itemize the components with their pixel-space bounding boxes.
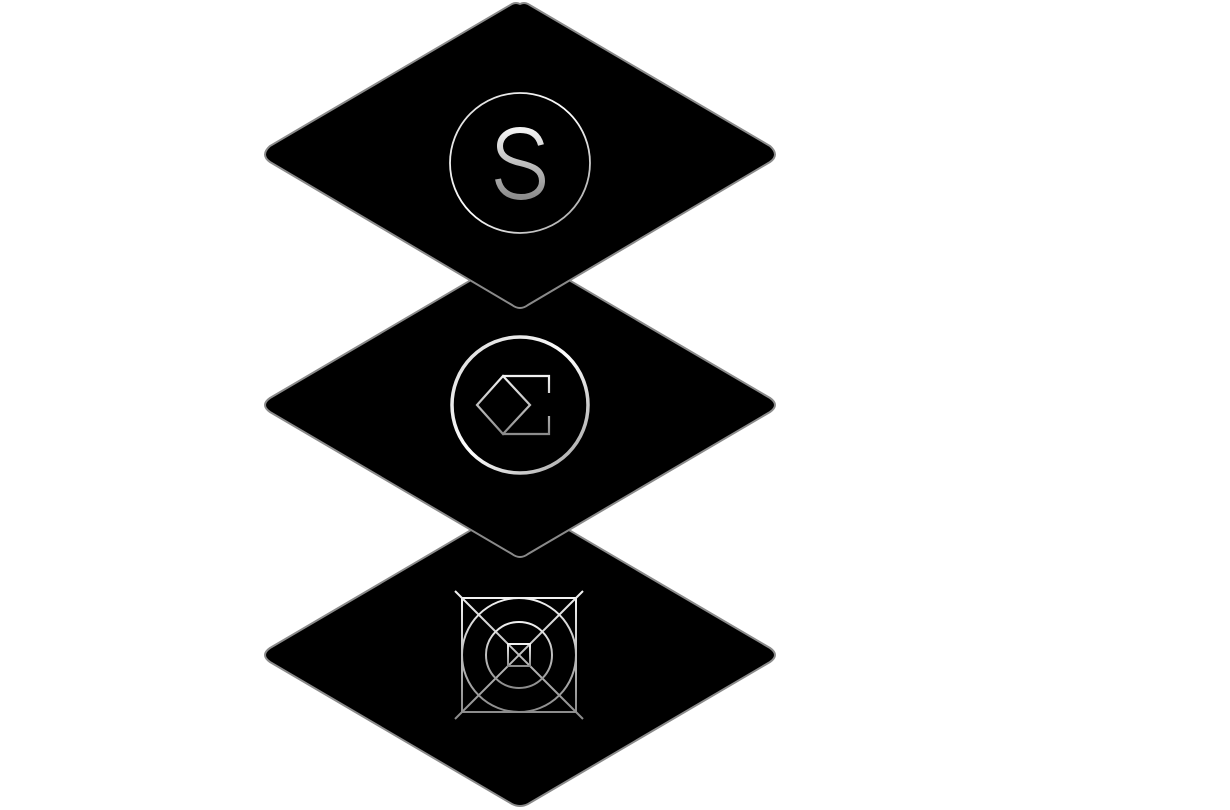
layer-tile-bottom — [264, 504, 776, 808]
grid-icon — [454, 590, 584, 720]
dollar-icon — [449, 92, 591, 234]
layer-tile-top — [264, 2, 776, 310]
sigma-diamond-icon — [450, 335, 590, 475]
layer-tile-middle — [264, 254, 776, 559]
